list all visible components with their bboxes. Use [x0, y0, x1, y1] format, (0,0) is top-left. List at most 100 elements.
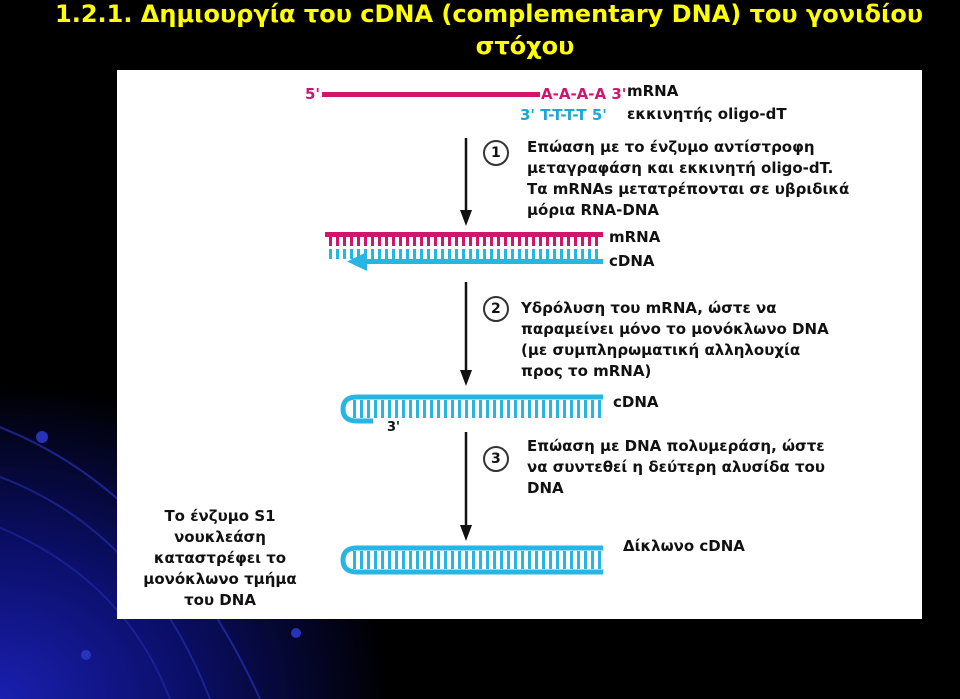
mrna-base-tick — [469, 236, 472, 246]
mrna-base-tick — [336, 236, 339, 246]
cdna-base-tick — [504, 249, 507, 259]
mrna-base-tick — [441, 236, 444, 246]
step-1-text: Επώαση με το ένζυμο αντίστροφη μεταγραφά… — [527, 137, 849, 221]
cdna-base-tick — [336, 249, 339, 259]
cdna-base-tick — [511, 249, 514, 259]
mrna-base-tick — [350, 236, 353, 246]
mrna-base-tick — [378, 236, 381, 246]
cdna-base-tick — [469, 249, 472, 259]
mrna-base-tick — [406, 236, 409, 246]
hairpin-base-tick — [395, 400, 398, 418]
mrna-base-tick — [497, 236, 500, 246]
hairpin-base-tick — [528, 400, 531, 418]
step-3-line: Επώαση με DNA πολυμεράση, ώστε — [527, 437, 825, 455]
hairpin-base-tick — [584, 400, 587, 418]
hairpin-base-tick — [416, 400, 419, 418]
s1-note-line: μονόκλωνο τμήμα — [143, 570, 297, 588]
step-3-line: να συντεθεί η δεύτερη αλυσίδα του — [527, 458, 825, 476]
hairpin-base-tick — [493, 400, 496, 418]
hairpin-base-tick — [521, 400, 524, 418]
hairpin-base-tick — [542, 400, 545, 418]
primer-label: εκκινητής oligo-dT — [627, 105, 787, 123]
dscdna-base-tick — [556, 551, 559, 569]
dscdna-base-tick — [423, 551, 426, 569]
hairpin-base-tick — [479, 400, 482, 418]
hairpin-base-tick — [381, 400, 384, 418]
cdna-base-tick — [441, 249, 444, 259]
cdna-base-tick — [595, 249, 598, 259]
cdna-base-tick — [546, 249, 549, 259]
mrna-base-tick — [595, 236, 598, 246]
cdna-base-tick — [490, 249, 493, 259]
hairpin-base-tick — [402, 400, 405, 418]
dscdna-base-tick — [514, 551, 517, 569]
cdna-base-tick — [455, 249, 458, 259]
title-line-2: στόχου — [475, 32, 575, 60]
hairpin-base-tick — [486, 400, 489, 418]
cdna-base-tick — [371, 249, 374, 259]
cdna-base-tick — [532, 249, 535, 259]
dscdna-base-tick — [430, 551, 433, 569]
cdna-base-tick — [378, 249, 381, 259]
cdna-base-tick — [483, 249, 486, 259]
step-2-text: Υδρόλυση του mRNA, ώστε να παραμείνει μό… — [521, 298, 829, 382]
mrna-base-tick — [588, 236, 591, 246]
arrow-step-3 — [460, 432, 472, 541]
dscdna-base-tick — [402, 551, 405, 569]
mrna-base-tick — [413, 236, 416, 246]
dscdna-base-tick — [563, 551, 566, 569]
mrna-base-tick — [490, 236, 493, 246]
hybrid-cdna-label: cDNA — [609, 252, 655, 270]
cdna-base-tick — [462, 249, 465, 259]
dscdna-base-tick — [367, 551, 370, 569]
arrow-step-1 — [460, 138, 472, 226]
mrna-base-tick — [518, 236, 521, 246]
cdna-base-tick — [343, 249, 346, 259]
dscdna-base-tick — [353, 551, 356, 569]
hairpin-base-tick — [353, 400, 356, 418]
hairpin-base-tick — [451, 400, 454, 418]
cdna-base-tick — [567, 249, 570, 259]
cdna-base-tick — [518, 249, 521, 259]
double-stranded-cdna — [340, 545, 603, 575]
step-1-line: μεταγραφάση και εκκινητή oligo-dT. — [527, 159, 834, 177]
mrna-base-tick — [539, 236, 542, 246]
mrna-base-tick — [392, 236, 395, 246]
mrna-base-tick — [385, 236, 388, 246]
cdna-base-tick — [560, 249, 563, 259]
cdna-base-tick — [385, 249, 388, 259]
hairpin-base-tick — [423, 400, 426, 418]
step-3-number: 3 — [491, 451, 501, 467]
arrow-step-2 — [460, 282, 472, 386]
hairpin-base-tick — [598, 400, 601, 418]
hairpin-base-tick — [570, 400, 573, 418]
dscdna-base-tick — [598, 551, 601, 569]
mrna-base-tick — [427, 236, 430, 246]
hairpin-base-tick — [367, 400, 370, 418]
step-1-line: Τα mRNAs μετατρέπονται σε υβριδικά — [527, 180, 850, 198]
cdna-base-tick — [434, 249, 437, 259]
hairpin-base-tick — [549, 400, 552, 418]
mrna-base-tick — [511, 236, 514, 246]
cdna-base-tick — [406, 249, 409, 259]
dscdna-base-tick — [416, 551, 419, 569]
hairpin-base-tick — [409, 400, 412, 418]
s1-note-line: Το ένζυμο S1 — [164, 507, 276, 525]
cdna-base-tick — [553, 249, 556, 259]
mrna-base-tick — [504, 236, 507, 246]
dscdna-base-tick — [374, 551, 377, 569]
dscdna-base-tick — [500, 551, 503, 569]
cdna-base-tick — [448, 249, 451, 259]
hairpin-base-tick — [500, 400, 503, 418]
dscdna-base-tick — [486, 551, 489, 569]
mrna-base-tick — [483, 236, 486, 246]
oligo-dt-sequence: 3' T-T-T-T 5' — [520, 106, 607, 124]
dscdna-base-tick — [437, 551, 440, 569]
double-stranded-label: Δίκλωνο cDNA — [623, 537, 745, 555]
mrna-base-tick — [574, 236, 577, 246]
hairpin-base-tick — [458, 400, 461, 418]
step-1-number: 1 — [491, 145, 501, 161]
cdna-base-tick — [399, 249, 402, 259]
step-2-number: 2 — [491, 301, 501, 317]
cdna-base-tick — [497, 249, 500, 259]
